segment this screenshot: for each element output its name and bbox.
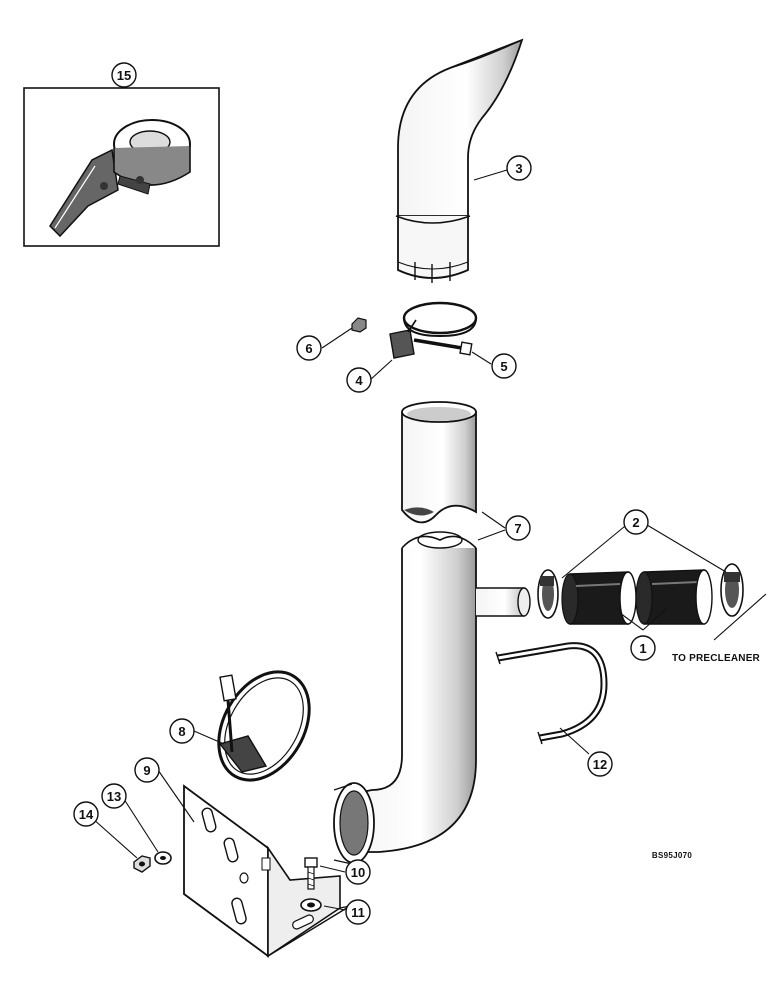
callout-1-number: 1 <box>639 641 646 656</box>
callout-8: 8 <box>169 718 195 744</box>
callout-11: 11 <box>345 899 371 925</box>
callout-6: 6 <box>296 335 322 361</box>
lock-washer <box>300 898 322 912</box>
callout-15-number: 15 <box>117 68 131 83</box>
callout-15: 15 <box>111 62 137 88</box>
callout-2: 2 <box>623 509 649 535</box>
callout-10-number: 10 <box>351 865 365 880</box>
hex-nut <box>133 855 151 873</box>
mounting-bracket <box>183 784 351 958</box>
to-precleaner-note: TO PRECLEANER <box>672 653 761 664</box>
hose-clamp-left <box>537 569 559 619</box>
callout-12: 12 <box>587 751 613 777</box>
callout-8-number: 8 <box>178 724 185 739</box>
callout-1: 1 <box>630 635 656 661</box>
callout-4: 4 <box>346 367 372 393</box>
hex-bolt <box>304 857 318 890</box>
callout-2-number: 2 <box>632 515 639 530</box>
callout-7: 7 <box>505 515 531 541</box>
stack-band-clamp <box>389 301 478 359</box>
callout-12-number: 12 <box>593 757 607 772</box>
callout-14: 14 <box>73 801 99 827</box>
callout-7-number: 7 <box>514 521 521 536</box>
callout-10: 10 <box>345 859 371 885</box>
callout-14-number: 14 <box>79 807 94 822</box>
clamp-bolt <box>413 338 473 356</box>
lower-elbow-pipe <box>333 531 531 865</box>
drawing-reference-code: BS95J070 <box>652 851 692 860</box>
pipe-clamp <box>217 670 311 782</box>
callout-4-number: 4 <box>355 373 363 388</box>
hose-clamp-right <box>720 563 744 617</box>
leader-lines <box>91 169 767 911</box>
upper-stack-pipe <box>401 401 477 524</box>
flat-washer <box>154 851 172 865</box>
exhaust-stack-cap <box>395 38 524 283</box>
callout-13-number: 13 <box>107 789 121 804</box>
callout-13: 13 <box>101 783 127 809</box>
callout-9-number: 9 <box>143 763 150 778</box>
hose-right <box>635 569 713 625</box>
callout-3-number: 3 <box>515 161 522 176</box>
hose-left <box>561 571 637 625</box>
callout-9: 9 <box>134 757 160 783</box>
rain-cap-flap-icon <box>49 119 191 238</box>
u-bolt <box>495 642 608 745</box>
callout-3: 3 <box>506 155 532 181</box>
callout-5: 5 <box>491 353 517 379</box>
inset-detail-box <box>23 86 220 247</box>
callout-6-number: 6 <box>305 341 312 356</box>
callout-11-number: 11 <box>351 905 365 920</box>
clamp-nut <box>351 317 367 333</box>
callout-5-number: 5 <box>500 359 507 374</box>
